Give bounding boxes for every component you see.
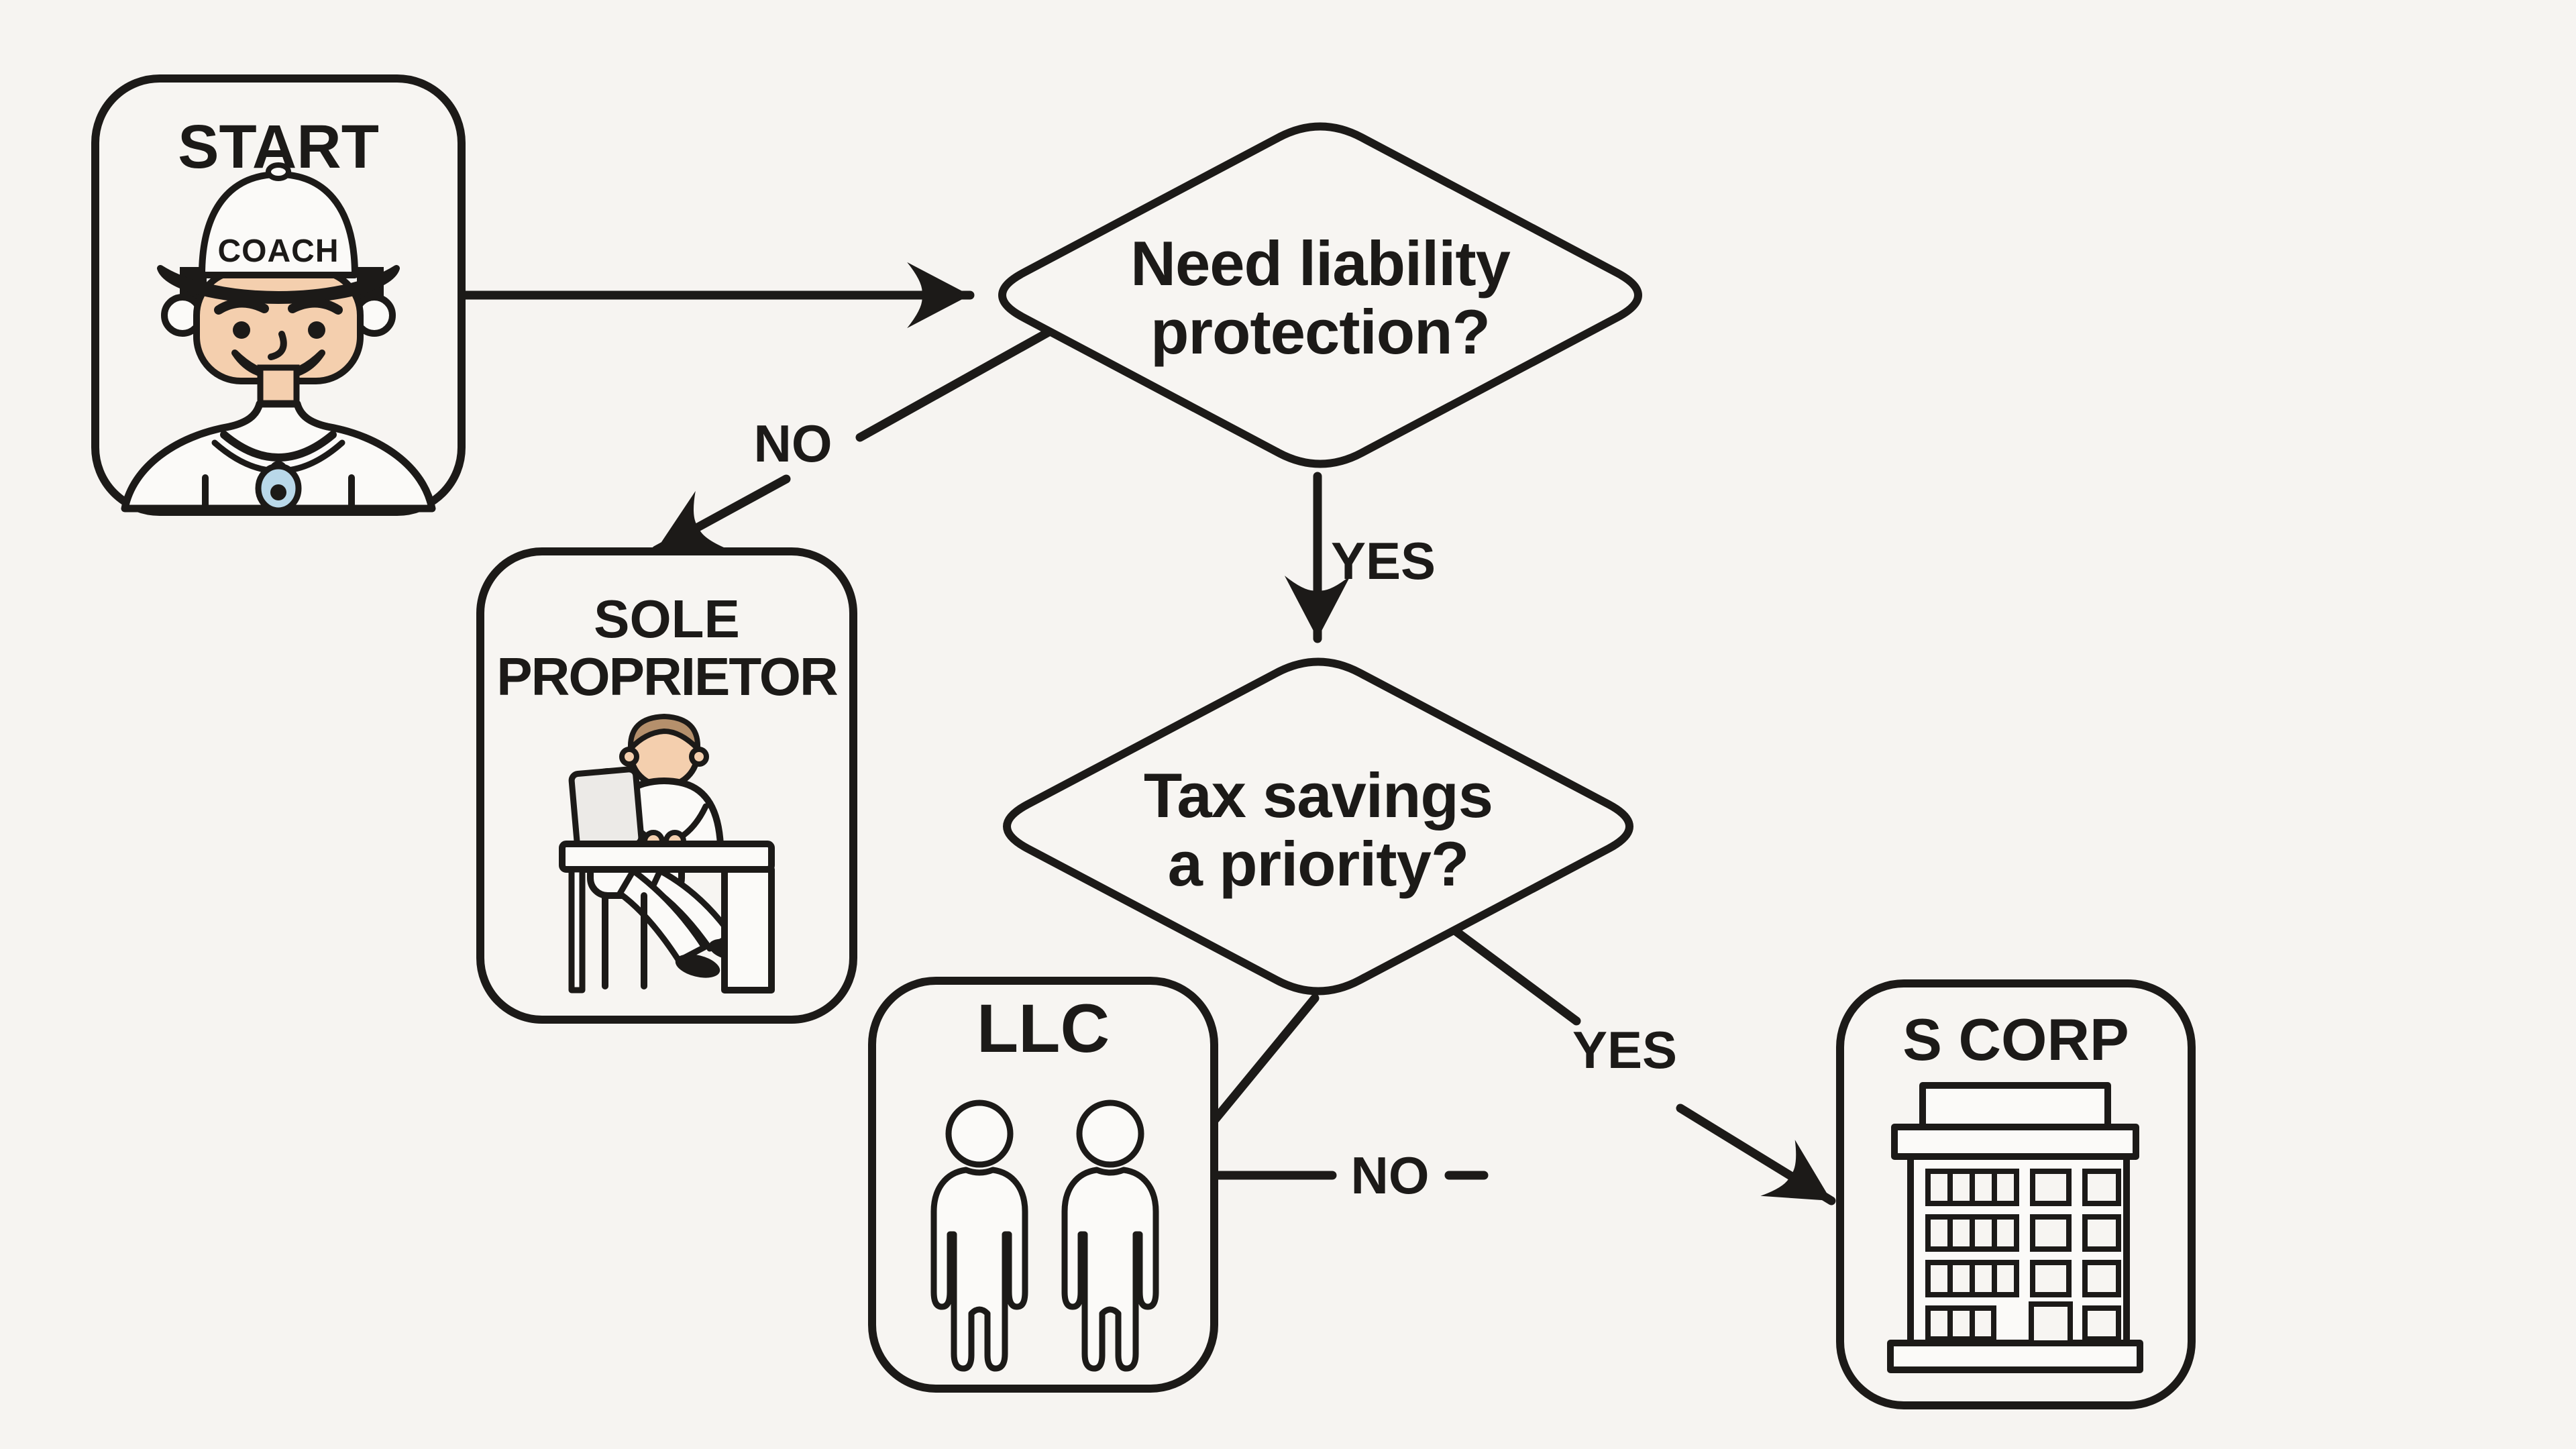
llc-node: LLC <box>868 977 1218 1393</box>
coach-eye <box>308 321 325 339</box>
person-at-desk-icon <box>559 714 775 994</box>
figure-body <box>930 1167 1028 1372</box>
desk-leg <box>568 866 586 994</box>
decision1-node: Need liability protection? <box>998 122 1642 468</box>
decision1-no-line-b <box>651 474 791 555</box>
building-base <box>1887 1340 2143 1373</box>
coach-eyebrow <box>214 298 269 315</box>
office-building-icon <box>1887 1082 2143 1373</box>
figure-body <box>1061 1167 1159 1372</box>
whistle-hole <box>270 484 286 500</box>
figure-head <box>945 1099 1014 1168</box>
decision2-to-llc-line <box>1211 994 1320 1124</box>
connectors <box>458 262 1836 1205</box>
decision1-diamond <box>998 122 1642 468</box>
coach-nose <box>268 331 287 360</box>
coach-cap-brim <box>157 265 400 304</box>
sole-proprietor-label-line2: PROPRIETOR <box>496 647 838 706</box>
sole-proprietor-node: SOLE PROPRIETOR <box>476 547 857 1024</box>
decision1-no-line-a <box>855 327 1055 442</box>
edge-label-yes-2: YES <box>1572 1020 1677 1079</box>
llc-label: LLC <box>977 990 1110 1067</box>
start-node: START COACH <box>91 74 466 516</box>
person-leg <box>616 867 708 964</box>
desk-top <box>559 841 775 873</box>
coach-cap-button <box>266 162 291 181</box>
building-door <box>2029 1301 2073 1346</box>
decision1-text-line2: protection? <box>1150 297 1490 367</box>
building-window <box>2082 1169 2121 1342</box>
decision2-yes-line-a <box>1451 926 1581 1026</box>
edge-label-yes-1: YES <box>1331 531 1436 590</box>
decision1-text-line1: Need liability <box>1130 228 1511 299</box>
coach-eyebrow <box>288 298 343 315</box>
s-corp-label: S CORP <box>1902 1006 2129 1073</box>
decision2-diamond <box>1003 657 1633 996</box>
decision2-yes-line-b <box>1676 1104 1836 1205</box>
decision2-node: Tax savings a priority? <box>1003 657 1633 996</box>
building-ledge <box>1891 1124 2139 1160</box>
coach-avatar-icon: COACH <box>121 162 436 514</box>
sole-proprietor-label-line1: SOLE <box>594 589 740 649</box>
coach-eye <box>233 321 250 339</box>
building-penthouse <box>1919 1082 2111 1130</box>
decision2-text-line1: Tax savings <box>1144 760 1493 830</box>
laptop-icon <box>568 766 645 852</box>
person-ear <box>689 747 709 767</box>
desk-side-panel <box>721 866 775 994</box>
edge-label-no-1: NO <box>754 414 833 473</box>
decision2-text-line2: a priority? <box>1168 828 1469 899</box>
edge-label-no-2: NO <box>1351 1146 1430 1205</box>
two-people-icon <box>930 1099 1159 1372</box>
coach-cap-label: COACH <box>218 233 339 269</box>
s-corp-node: S CORP <box>1836 979 2196 1409</box>
figure-head <box>1076 1099 1144 1168</box>
person-shoe <box>675 954 720 978</box>
edge-labels: NO YES YES NO <box>754 414 1678 1205</box>
coach-collar <box>220 431 337 462</box>
building-window <box>1925 1169 2019 1342</box>
person-hair <box>627 714 701 751</box>
person-ear <box>619 747 639 767</box>
building-window <box>2030 1169 2072 1297</box>
